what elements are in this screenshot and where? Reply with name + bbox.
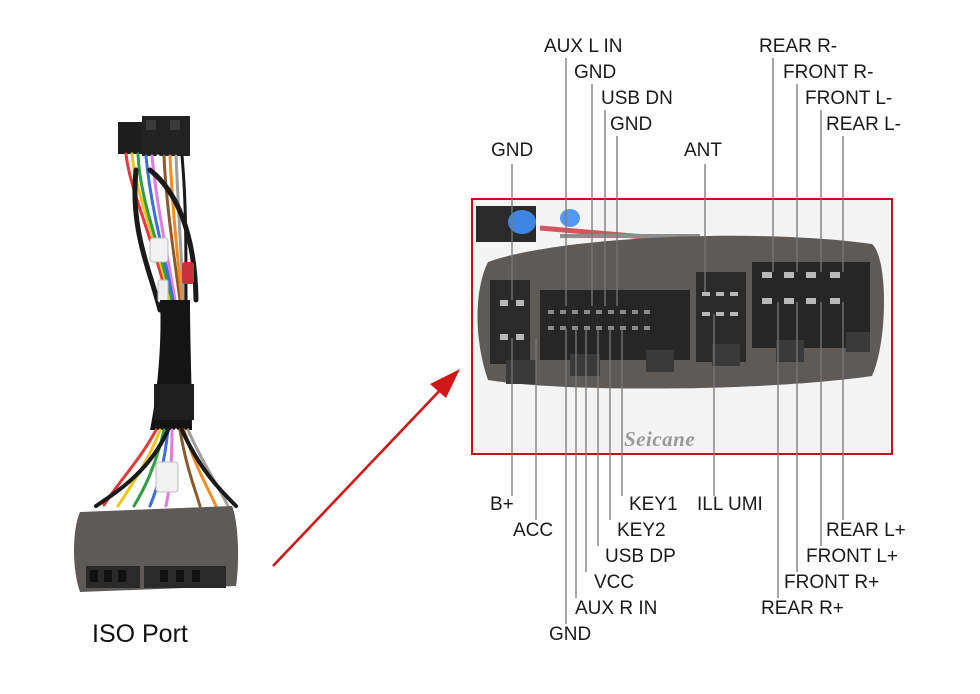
label-front-l-minus: FRONT L- bbox=[805, 88, 893, 109]
label-aux-r-in: AUX R IN bbox=[575, 598, 658, 619]
label-aux-l-in: AUX L IN bbox=[544, 36, 623, 57]
label-ant: ANT bbox=[684, 140, 722, 161]
brand-watermark: Seicane bbox=[624, 427, 696, 451]
closeup-frame bbox=[471, 198, 893, 455]
label-key1: KEY1 bbox=[629, 494, 678, 515]
label-rear-l-plus: REAR L+ bbox=[826, 520, 906, 541]
label-gnd-top-3: GND bbox=[491, 140, 534, 161]
label-b-plus: B+ bbox=[490, 494, 514, 515]
label-gnd-top-1: GND bbox=[574, 62, 617, 83]
label-gnd-bottom: GND bbox=[549, 624, 592, 645]
label-usb-dn: USB DN bbox=[601, 88, 673, 109]
label-gnd-top-2: GND bbox=[610, 114, 653, 135]
label-front-l-plus: FRONT L+ bbox=[806, 546, 899, 567]
iso-port-caption: ISO Port bbox=[92, 620, 188, 648]
label-front-r-plus: FRONT R+ bbox=[784, 572, 880, 593]
label-rear-r-minus: REAR R- bbox=[759, 36, 838, 57]
harness-illustration bbox=[74, 116, 239, 592]
label-front-r-minus: FRONT R- bbox=[783, 62, 874, 83]
pointer-arrow bbox=[272, 369, 460, 567]
label-key2: KEY2 bbox=[617, 520, 666, 541]
label-rear-l-minus: REAR L- bbox=[826, 114, 901, 135]
label-rear-r-plus: REAR R+ bbox=[761, 598, 844, 619]
harness-wires-bottom bbox=[94, 428, 238, 508]
label-usb-dp: USB DP bbox=[605, 546, 676, 567]
harness-plug-left bbox=[118, 122, 144, 154]
label-acc: ACC bbox=[513, 520, 554, 541]
label-ill-umi: ILL UMI bbox=[697, 494, 763, 515]
leader-lines bbox=[511, 58, 844, 624]
connector-closeup bbox=[471, 198, 893, 455]
label-vcc: VCC bbox=[594, 572, 635, 593]
